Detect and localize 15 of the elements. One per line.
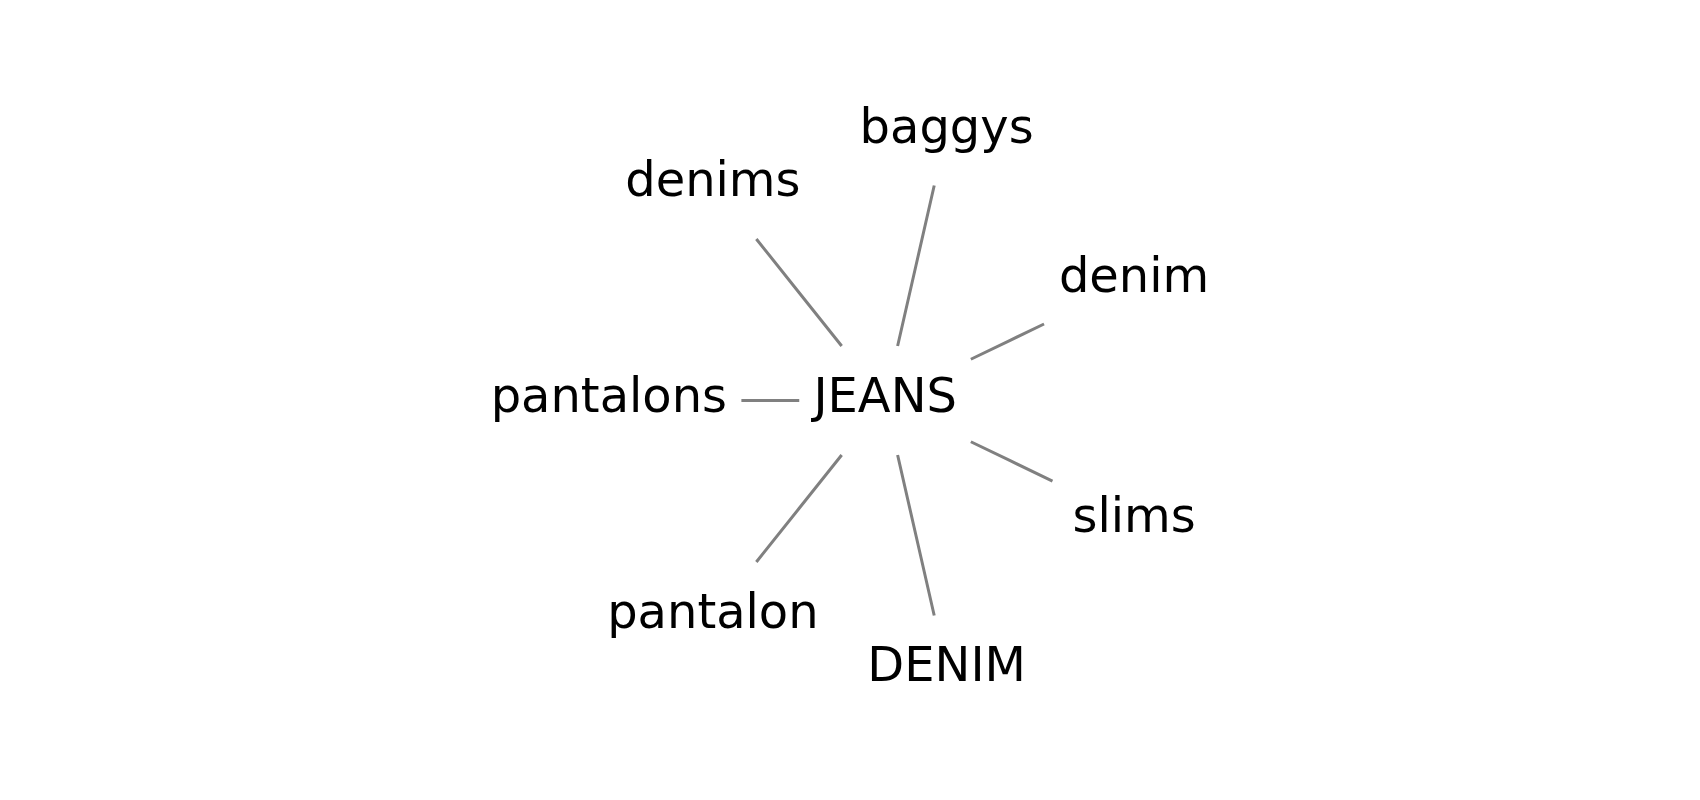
- node-text: denims: [624, 151, 801, 207]
- connector: [754, 237, 843, 347]
- connector: [969, 322, 1045, 361]
- node-text: slims: [1071, 487, 1196, 543]
- connector: [754, 453, 843, 563]
- node-text: DENIM: [866, 636, 1026, 692]
- node-text: pantalon: [606, 583, 819, 639]
- connector: [969, 439, 1053, 482]
- connector: [895, 184, 936, 346]
- node-text: denim: [1058, 247, 1209, 303]
- connector: [740, 398, 799, 402]
- node-text: pantalons: [490, 367, 727, 423]
- node-text: baggys: [859, 98, 1034, 153]
- node-text: JEANS: [812, 367, 957, 423]
- connector: [895, 454, 936, 616]
